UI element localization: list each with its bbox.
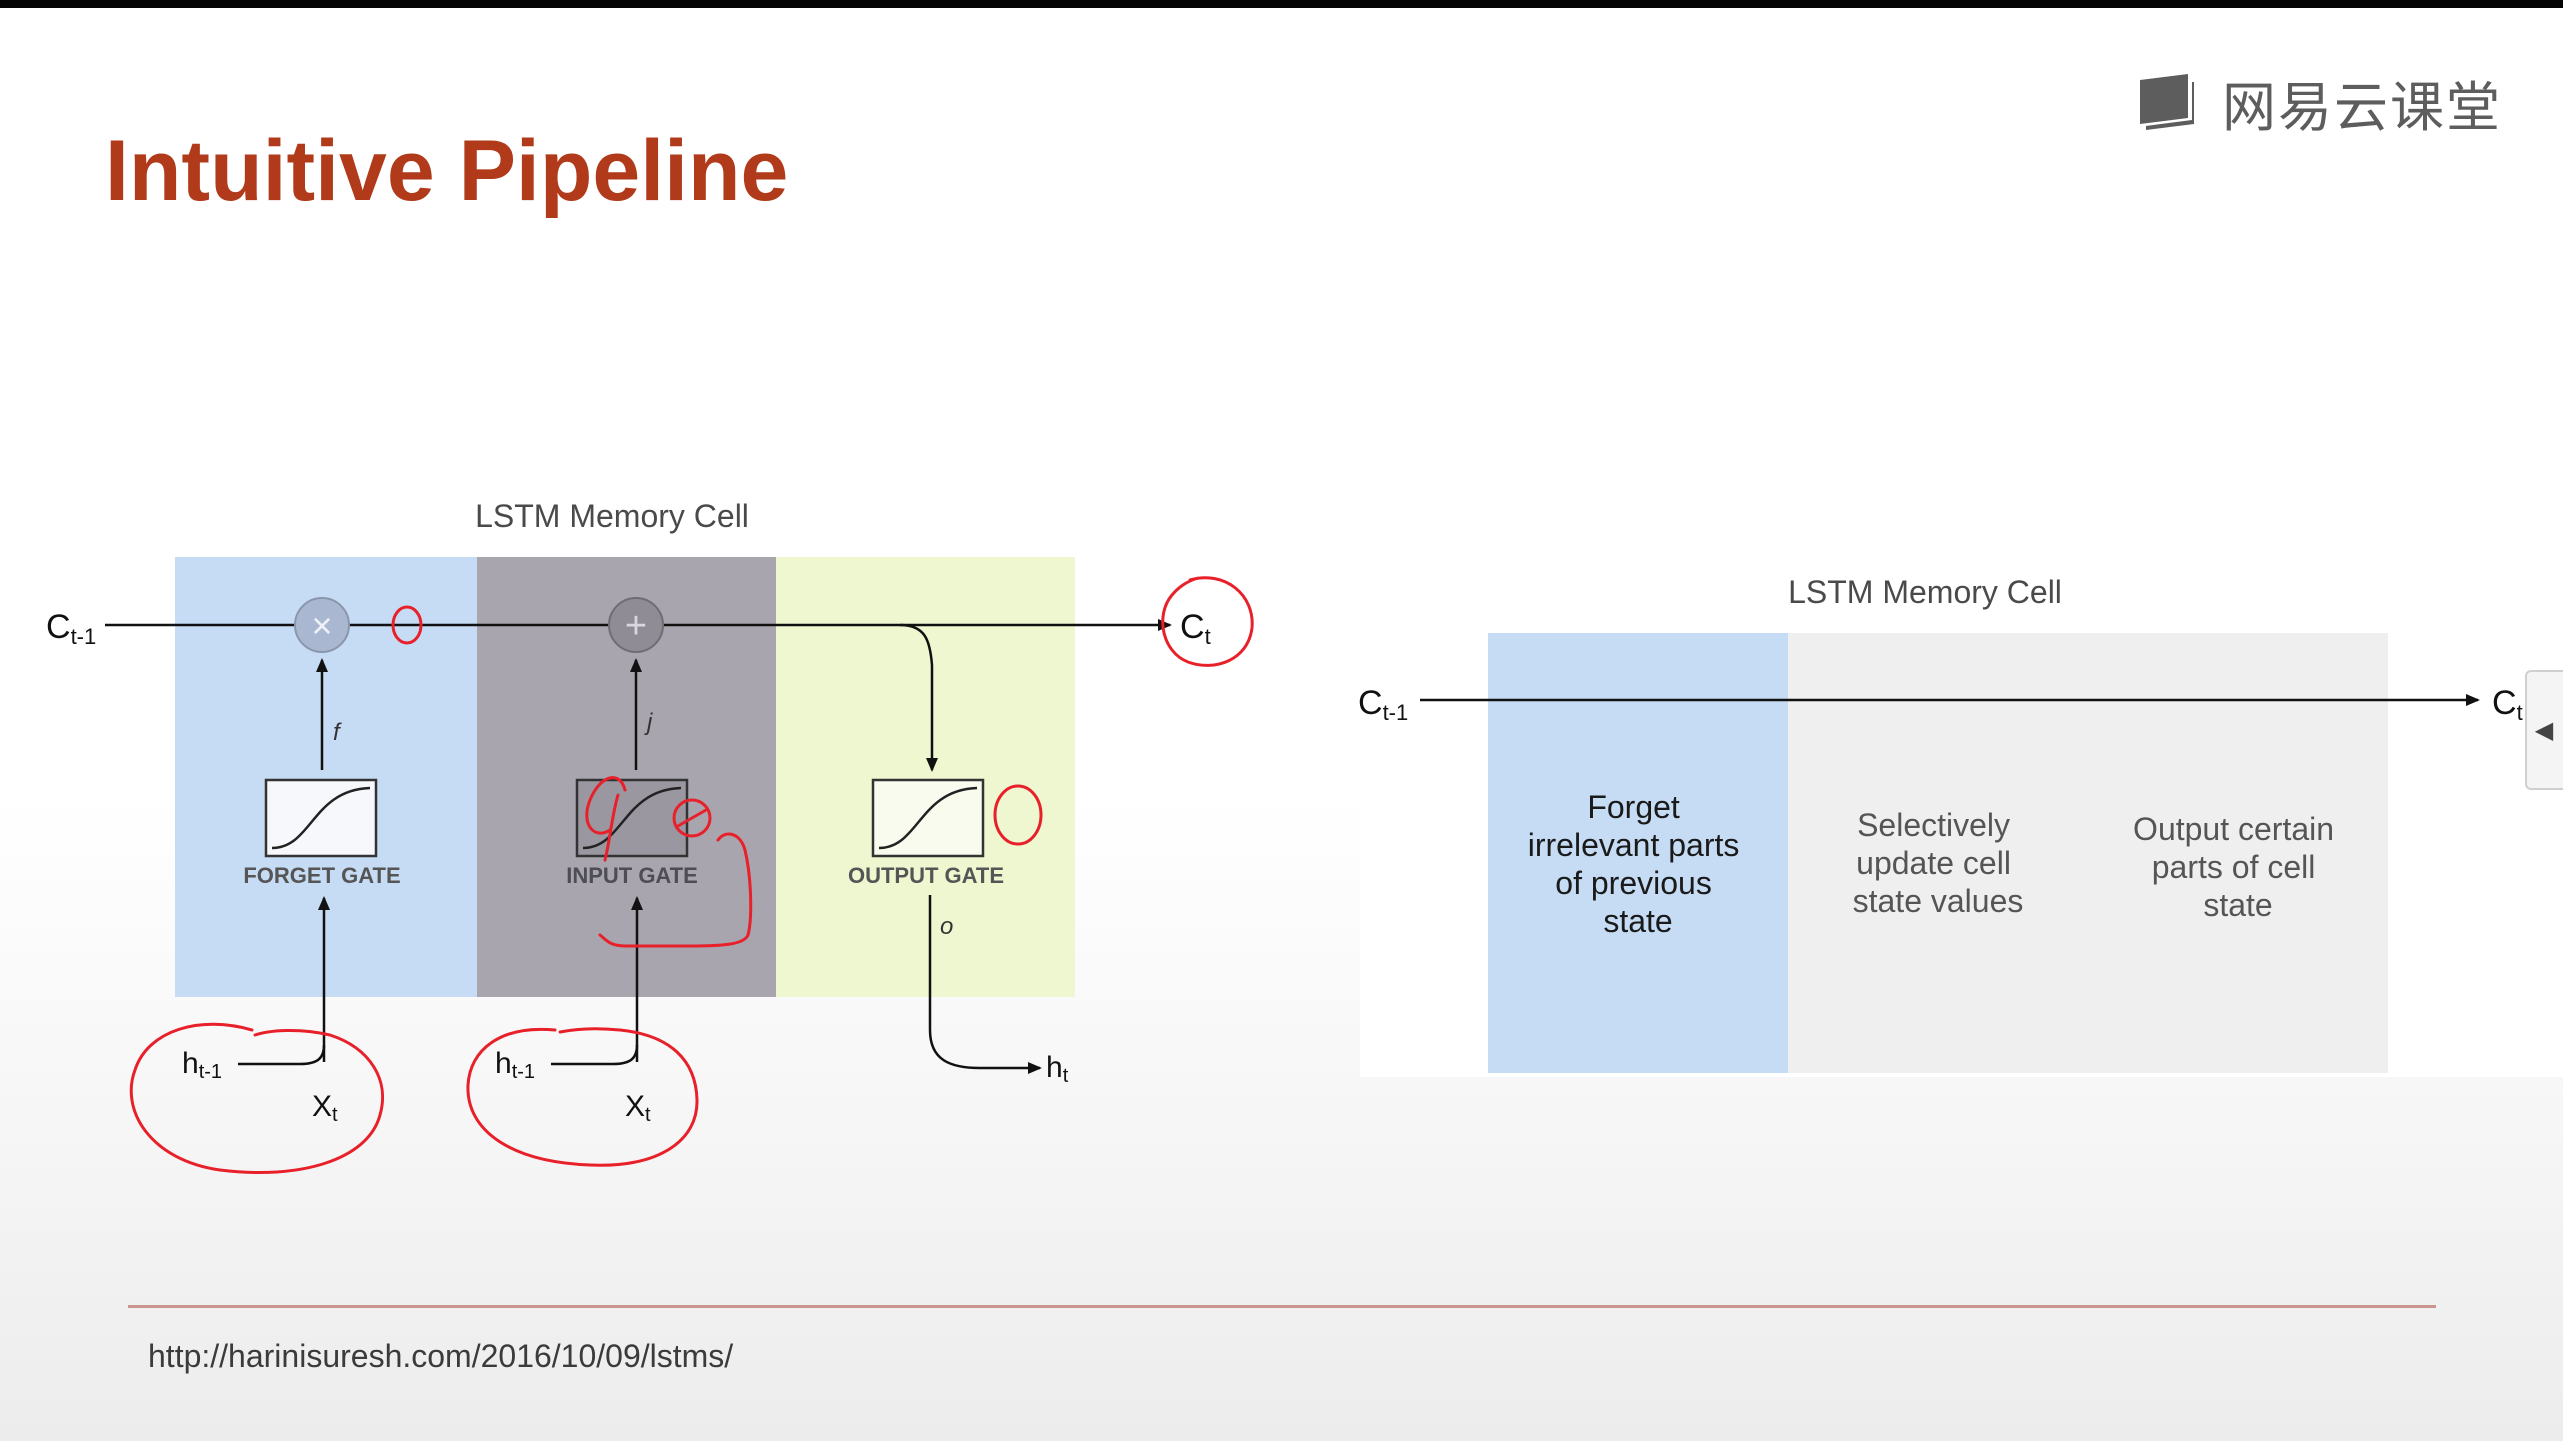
book-icon [2140, 74, 2194, 130]
forget-gate-label: FORGET GATE [243, 863, 400, 888]
output-section-text: Output certain parts of cell state [2133, 811, 2343, 923]
plus-icon: + [625, 605, 647, 647]
input-gate-label: INPUT GATE [566, 863, 698, 888]
cell-state-out-label: Ct [1180, 608, 1211, 649]
window-top-bar [0, 0, 2563, 8]
forget-section [1488, 633, 1788, 1073]
sigmoid-icon [264, 778, 378, 858]
zero-annotation [391, 605, 423, 645]
collapse-panel-button[interactable]: ◀ [2525, 670, 2563, 790]
x-label: Xt [312, 1090, 338, 1126]
sigma-annotation [672, 798, 712, 838]
forget-inputs: ht-1 Xt [182, 1044, 338, 1126]
input-gate-inputs: ht-1 Xt [495, 1044, 651, 1126]
lstm-pipeline-diagram: LSTM Memory Cell Ct-1 Ct Forget irreleva… [1358, 572, 2563, 1077]
input-gate: j INPUT GATE [566, 658, 698, 1062]
output-signal-label: o [940, 913, 953, 940]
multiply-node: × [294, 597, 350, 653]
circle-annotation [129, 1022, 385, 1174]
brand-name: 网易云课堂 [2222, 75, 2502, 139]
brand-logo: 网易云课堂 [2136, 66, 2502, 139]
cell-state-in-label: Ct-1 [1358, 684, 1408, 725]
sigma-annotation [585, 776, 627, 862]
zero-annotation [993, 784, 1043, 846]
slide-title: Intuitive Pipeline [105, 123, 789, 219]
output-gate-label: OUTPUT GATE [848, 863, 1004, 888]
sigmoid-icon [871, 778, 985, 858]
sigmoid-icon [575, 778, 689, 858]
source-link[interactable]: http://harinisuresh.com/2016/10/09/lstms… [148, 1338, 734, 1374]
bracket-annotation [598, 832, 753, 948]
circle-annotation [466, 1027, 699, 1167]
multiply-icon: × [311, 605, 332, 646]
pipeline-title: LSTM Memory Cell [1788, 574, 2062, 610]
output-gate: OUTPUT GATE o ht [848, 623, 1069, 1087]
forget-section-text: Forget irrelevant parts of previous stat… [1528, 789, 1749, 939]
cell-state-in-label: Ct-1 [46, 608, 96, 649]
triangle-left-icon: ◀ [2534, 716, 2554, 744]
input-signal-label: j [644, 709, 653, 736]
x-label: Xt [625, 1090, 651, 1126]
update-section-text: Selectively update cell state values [1853, 807, 2024, 919]
add-node: + [608, 597, 664, 653]
cell-state-out-label: Ct [2492, 684, 2523, 725]
circle-annotation [1161, 576, 1254, 667]
forget-gate: f FORGET GATE [243, 658, 401, 1062]
sigma-annotation [676, 808, 708, 828]
hidden-out-label: ht [1046, 1051, 1069, 1087]
pen-annotations [129, 576, 1254, 1174]
lstm-cell-diagram: LSTM Memory Cell Ct-1 Ct × + f [46, 498, 1211, 1126]
lstm-cell-title: LSTM Memory Cell [475, 498, 749, 534]
footer-divider [128, 1305, 2436, 1308]
update-section [1788, 633, 2088, 1073]
h-prev-label: ht-1 [495, 1047, 535, 1083]
h-prev-label: ht-1 [182, 1047, 222, 1083]
forget-signal-label: f [333, 719, 342, 746]
output-gate-region [776, 557, 1075, 997]
output-section [2088, 633, 2388, 1073]
